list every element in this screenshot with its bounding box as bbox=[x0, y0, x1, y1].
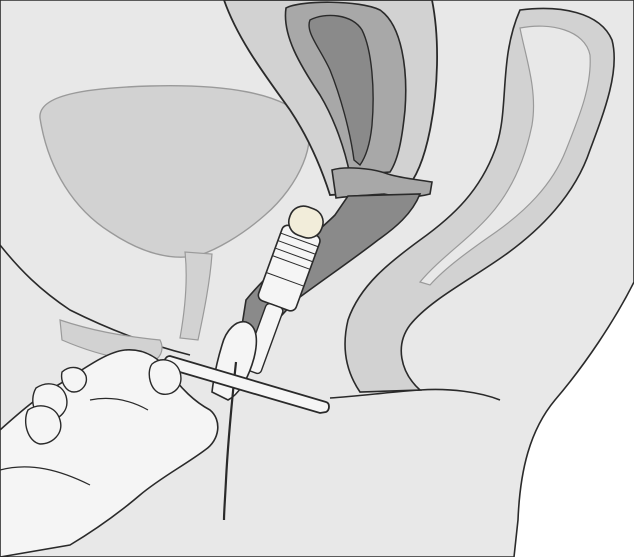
hand-thumb bbox=[62, 367, 87, 392]
hand-finger-3 bbox=[149, 360, 181, 394]
hand-finger-2 bbox=[26, 406, 61, 444]
